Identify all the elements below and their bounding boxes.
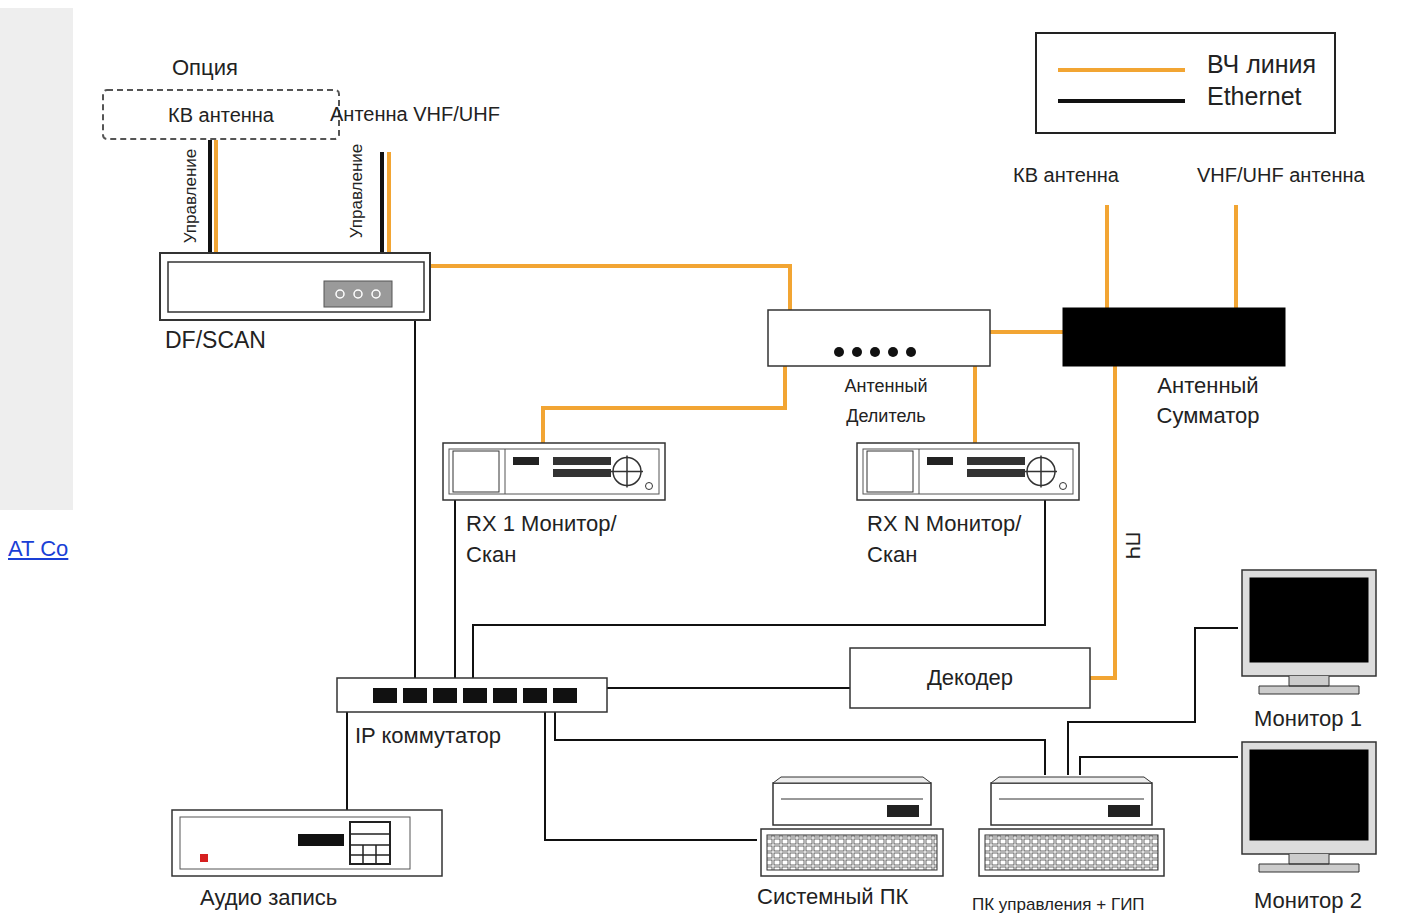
antenna-combiner: Антенный Сумматор xyxy=(1063,308,1285,366)
node-label: RX 1 Монитор/Скан xyxy=(466,508,641,570)
node-label: RX N Монитор/Скан xyxy=(867,508,1042,570)
ethernet-line xyxy=(1068,628,1238,775)
antenna-splitter-shape xyxy=(768,310,990,366)
option-box: ОпцияКВ антенна xyxy=(102,89,340,140)
rf-line xyxy=(214,140,218,253)
decoder-box: Декодер xyxy=(850,648,1090,708)
antenna-feed xyxy=(1234,205,1238,308)
audio-recorder-shape xyxy=(172,810,442,876)
wire-label: Управление xyxy=(181,149,201,244)
link-text: AT Co xyxy=(8,536,68,562)
legend-text: Ethernet xyxy=(1207,82,1302,111)
antenna-label: Антенна VHF/UHF xyxy=(330,103,500,126)
rf-line xyxy=(990,330,1063,334)
node-label: DF/SCAN xyxy=(165,326,365,356)
df-scan-unit-shape xyxy=(160,253,430,320)
wire-label: Управление xyxy=(347,144,367,239)
ip-switch-shape xyxy=(337,678,607,712)
antenna-combiner-shape xyxy=(1063,308,1285,366)
node-label: Системный ПК xyxy=(757,883,957,912)
ethernet-line xyxy=(607,687,850,689)
monitor: Монитор 1 xyxy=(1238,570,1380,702)
ethernet-line xyxy=(555,712,1045,775)
antenna-feed xyxy=(1105,205,1109,308)
monitor-shape xyxy=(1238,742,1380,880)
pc-unit-shape xyxy=(757,775,947,878)
node-label: Антенный Сумматор xyxy=(1138,371,1278,431)
legend-ethernet-sample xyxy=(1058,99,1185,103)
antenna-label: КВ антенна xyxy=(1013,164,1119,187)
ethernet-line xyxy=(1080,757,1238,775)
audio-recorder: Аудио запись xyxy=(172,810,442,876)
node-label: Монитор 1 xyxy=(1254,705,1394,734)
df-scan-unit: DF/SCAN xyxy=(160,253,430,320)
node-label: Антенный Делитель xyxy=(826,371,946,431)
pc-unit: Системный ПК xyxy=(757,775,947,878)
receiver-unit-shape xyxy=(443,443,665,500)
node-label: Декодер xyxy=(850,664,1090,693)
control-wire xyxy=(380,152,384,253)
rf-line xyxy=(1090,366,1115,678)
antenna-feed xyxy=(387,152,391,253)
rf-line xyxy=(543,366,785,443)
receiver-unit: RX N Монитор/Скан xyxy=(857,443,1079,500)
edge-label: ПЧ xyxy=(1122,531,1145,559)
legend-box xyxy=(1036,33,1335,133)
pc-unit: ПК управления + ГИП xyxy=(975,775,1168,878)
receiver-unit: RX 1 Монитор/Скан xyxy=(443,443,665,500)
legend-text: ВЧ линия xyxy=(1207,50,1316,79)
antenna-splitter: Антенный Делитель xyxy=(768,310,990,366)
legend-rf-sample xyxy=(1058,68,1185,72)
rf-line xyxy=(430,266,790,310)
ethernet-line xyxy=(346,712,348,810)
ethernet-line xyxy=(414,320,416,678)
receiver-unit-shape xyxy=(857,443,1079,500)
control-wire xyxy=(208,140,212,253)
side-panel xyxy=(0,8,73,510)
node-label: Монитор 2 xyxy=(1254,887,1394,916)
rf-line xyxy=(973,366,977,443)
ethernet-line xyxy=(454,500,456,678)
monitor: Монитор 2 xyxy=(1238,742,1380,880)
node-label: Аудио запись xyxy=(200,884,420,913)
node-label: КВ антенна xyxy=(102,102,340,128)
pc-unit-shape xyxy=(975,775,1168,878)
ethernet-line xyxy=(545,712,757,840)
node-label: Опция xyxy=(172,54,312,83)
node-label: IP коммутатор xyxy=(355,722,555,751)
antenna-label: VHF/UHF антенна xyxy=(1197,164,1365,187)
ip-switch: IP коммутатор xyxy=(337,678,607,712)
monitor-shape xyxy=(1238,570,1380,702)
node-label: ПК управления + ГИП xyxy=(972,894,1192,916)
